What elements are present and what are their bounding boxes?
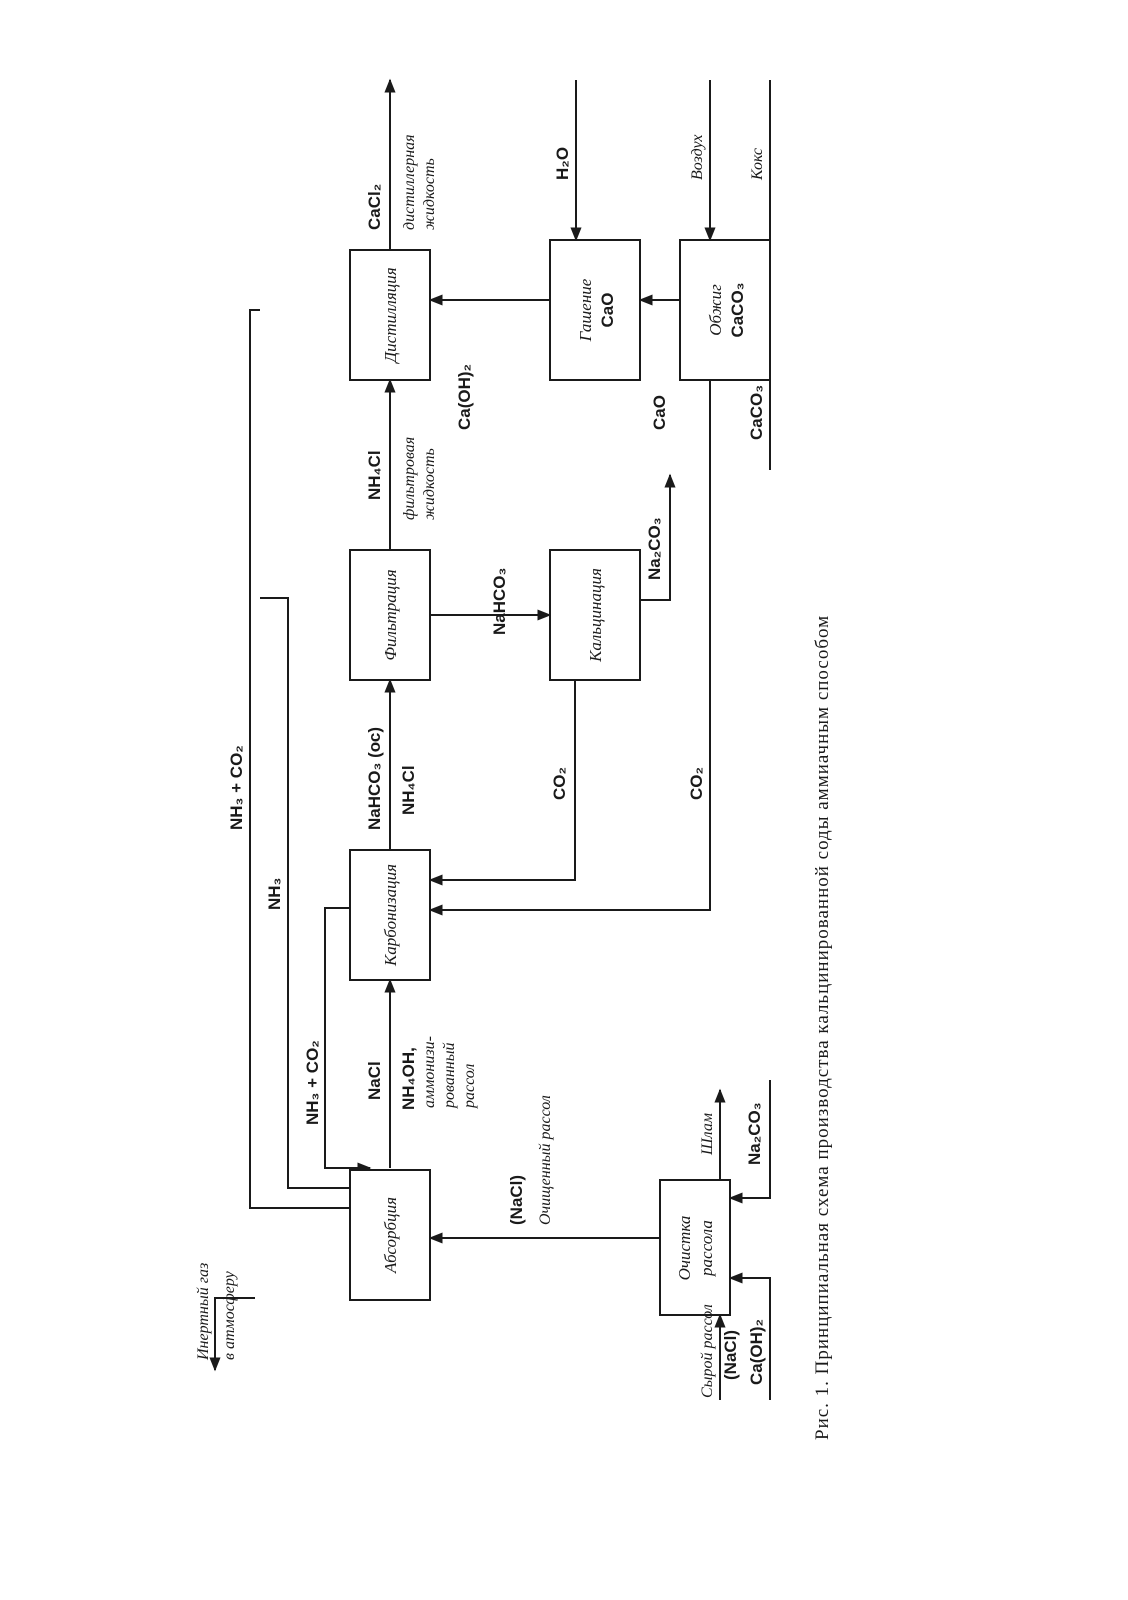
label-distiller-2: жидкость — [421, 158, 438, 230]
box-slaking-label-1: Гашение — [576, 278, 595, 342]
box-distillation: Дистилляция — [349, 249, 431, 381]
label-purified-brine: Очищенный рассол — [537, 1095, 554, 1225]
box-brine-purification-label-1: Очистка — [675, 1216, 694, 1281]
label-na2co3-in: Na₂CO₃ — [745, 1102, 764, 1165]
box-distillation-label: Дистилляция — [381, 267, 400, 364]
box-slaking-label-2: CaO — [598, 293, 617, 328]
inert-gas-line — [209, 1297, 255, 1372]
label-raw-nacl: (NaCl) — [721, 1330, 740, 1380]
na2co3-in-line — [728, 1080, 771, 1204]
label-caoh2: Ca(OH)₂ — [455, 364, 474, 430]
label-filtrate-1: фильтровая — [401, 437, 418, 520]
box-calcination: Кальцинация — [549, 549, 641, 681]
label-nh4oh: NH₄OH, — [399, 1047, 418, 1110]
label-inert-gas-1: Инертный газ — [195, 1263, 212, 1361]
nh3-co2-top-line — [249, 309, 372, 1214]
figure-caption: Рис. 1. Принципиальная схема производств… — [812, 615, 833, 1440]
box-calcination-label: Кальцинация — [586, 568, 605, 663]
label-nh4cl-1: NH₄Cl — [399, 765, 418, 815]
stream-labels: Инертный газ в атмосферу Сырой рассол (N… — [195, 134, 766, 1398]
label-sludge: Шлам — [699, 1113, 716, 1156]
box-absorption: Абсорбция — [349, 1169, 431, 1301]
label-air: Воздух — [689, 135, 706, 180]
label-nahco3: NaHCO₃ — [490, 568, 509, 635]
label-coke: Кокс — [749, 148, 766, 181]
box-slaking: Гашение CaO — [549, 239, 641, 381]
box-filtration-label: Фильтрация — [381, 569, 400, 660]
rotated-figure: Абсорбция Карбонизация Фильтрация Дистил… — [195, 78, 771, 1400]
nh3-co2-recycle-line — [324, 907, 372, 1174]
label-distiller-1: дистиллерная — [401, 134, 418, 230]
label-purified-nacl: (NaCl) — [507, 1175, 526, 1225]
label-nh4cl-2: NH₄Cl — [365, 450, 384, 500]
label-ammoniated-3: рассол — [461, 1064, 478, 1109]
label-cacl2: CaCl₂ — [365, 184, 384, 230]
label-co2-kiln: CO₂ — [687, 767, 706, 800]
label-nh3: NH₃ — [265, 878, 284, 910]
label-nacl: NaCl — [365, 1061, 384, 1100]
box-filtration: Фильтрация — [349, 549, 431, 681]
label-raw-caoh2: Ca(OH)₂ — [747, 1319, 766, 1385]
label-filtrate-2: жидкость — [421, 448, 438, 520]
na2co3-out-line — [640, 473, 676, 601]
nh3-line — [260, 597, 372, 1194]
box-burning: Обжиг CaCO₃ — [679, 239, 771, 381]
box-absorption-label: Абсорбция — [381, 1197, 400, 1274]
label-ammoniated-2: рованный — [441, 1042, 458, 1109]
label-ammoniated-1: аммонизи- — [421, 1036, 438, 1108]
box-burning-label-1: Обжиг — [706, 284, 725, 336]
label-h2o: H₂O — [553, 147, 572, 180]
label-co2-calc: CO₂ — [550, 767, 569, 800]
label-nh3-co2-top: NH₃ + CO₂ — [227, 745, 246, 830]
box-burning-label-2: CaCO₃ — [728, 282, 747, 337]
box-brine-purification: Очистка рассола — [659, 1179, 731, 1316]
box-carbonization: Карбонизация — [349, 849, 431, 981]
box-brine-purification-label-2: рассола — [697, 1220, 716, 1277]
box-carbonization-label: Карбонизация — [381, 864, 400, 967]
label-nahco3-oc: NaHCO₃ (ос) — [365, 727, 384, 830]
label-na2co3-out: Na₂CO₃ — [645, 517, 664, 580]
label-nh3-co2-recycle: NH₃ + CO₂ — [303, 1040, 322, 1125]
label-raw-brine: Сырой рассол — [699, 1304, 716, 1398]
raw-caoh2-line — [728, 1272, 771, 1400]
co2-calc-line — [428, 680, 576, 886]
label-inert-gas-2: в атмосферу — [221, 1270, 238, 1360]
label-caco3: CaCO₃ — [747, 385, 766, 440]
co2-kiln-line — [428, 380, 711, 916]
label-cao: CaO — [650, 395, 669, 430]
